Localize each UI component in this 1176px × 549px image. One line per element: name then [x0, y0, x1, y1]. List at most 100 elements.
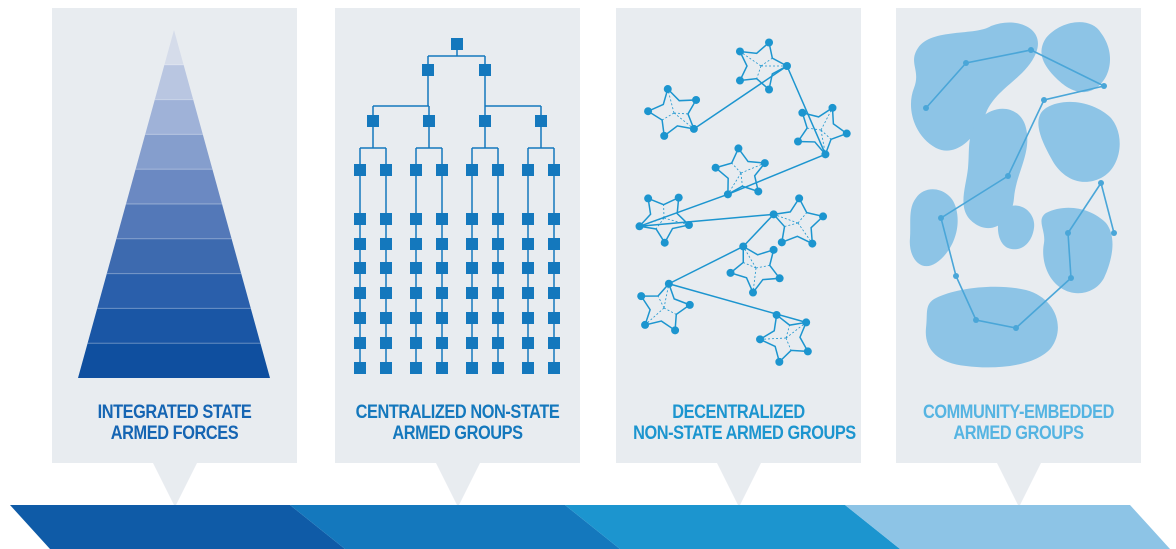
tree-node — [522, 312, 534, 324]
tree-node — [354, 262, 366, 274]
network-node — [795, 194, 804, 203]
tree-node — [548, 238, 560, 250]
tree-node — [410, 238, 422, 250]
community-node — [1065, 230, 1071, 236]
tree-node — [522, 164, 534, 176]
network-node — [685, 300, 694, 309]
tree-node — [436, 164, 448, 176]
network-node — [660, 238, 669, 247]
caption-community-embedded: COMMUNITY-EMBEDDED ARMED GROUPS — [913, 402, 1124, 444]
network-node — [692, 95, 701, 104]
pyramid-band — [78, 64, 270, 101]
tree-node — [535, 115, 547, 127]
network-node — [819, 212, 828, 221]
network-node — [635, 222, 644, 231]
tree-node — [548, 164, 560, 176]
tree-node — [548, 337, 560, 349]
tree-node — [380, 362, 392, 374]
caption-line-2: ARMED GROUPS — [392, 423, 523, 444]
network-node — [821, 150, 830, 159]
network-node — [808, 239, 817, 248]
tree-node — [479, 64, 491, 76]
network-node — [735, 76, 744, 85]
tree-node — [492, 164, 504, 176]
network-node — [723, 190, 732, 199]
pyramid-band — [78, 273, 270, 309]
network-node — [641, 320, 650, 329]
community-node — [1041, 97, 1047, 103]
network-node — [726, 268, 735, 277]
tree-node — [436, 287, 448, 299]
pyramid-band — [78, 238, 270, 275]
network-node — [756, 335, 765, 344]
community-node — [938, 215, 944, 221]
pointer-triangle — [152, 463, 197, 507]
caption-decentralized-non-state: DECENTRALIZED NON-STATE ARMED GROUPS — [633, 402, 856, 444]
community-node — [1068, 275, 1074, 281]
tree-node — [436, 362, 448, 374]
caption-line-1: INTEGRATED STATE — [97, 402, 252, 423]
network-node — [674, 193, 683, 202]
tree-node — [522, 337, 534, 349]
community-node — [923, 105, 929, 111]
network-node — [664, 279, 673, 288]
community-node — [1098, 180, 1104, 186]
network-node — [637, 292, 646, 301]
caption-line-2: NON-STATE ARMED GROUPS — [633, 423, 856, 444]
tree-node — [466, 164, 478, 176]
community-links — [925, 49, 1115, 329]
community-node — [963, 60, 969, 66]
pyramid-band — [78, 99, 270, 135]
pointer-triangle — [435, 463, 480, 507]
tree-node — [548, 287, 560, 299]
network-node — [660, 131, 669, 140]
network-node — [769, 245, 778, 254]
tree-node — [380, 312, 392, 324]
tree-node — [436, 312, 448, 324]
network-node — [842, 129, 851, 138]
tree-node — [492, 238, 504, 250]
cluster-interiors — [639, 51, 833, 351]
community-node — [1005, 173, 1011, 179]
tree-node — [380, 213, 392, 225]
tree-node — [492, 362, 504, 374]
community-node — [953, 273, 959, 279]
pyramid-band — [78, 134, 270, 170]
network-node — [803, 347, 812, 356]
hierarchy-tree-icon — [354, 38, 560, 374]
network-node — [775, 274, 784, 283]
tree-node — [522, 287, 534, 299]
pyramid-icon — [78, 30, 270, 378]
community-nodes — [923, 47, 1117, 331]
tree-node — [380, 164, 392, 176]
tree-node — [354, 213, 366, 225]
tree-nodes — [354, 38, 560, 374]
panel-integrated-state: INTEGRATED STATE ARMED FORCES — [52, 8, 297, 507]
community-areas — [909, 22, 1120, 368]
tree-node — [548, 362, 560, 374]
pointer-triangle — [716, 463, 761, 507]
caption-line-1: DECENTRALIZED — [672, 402, 805, 423]
network-node — [772, 310, 781, 319]
tree-node — [522, 238, 534, 250]
network-node — [828, 103, 837, 112]
network-node — [765, 38, 774, 47]
caption-line-2: ARMED FORCES — [110, 423, 239, 444]
community-node — [1013, 325, 1019, 331]
tree-node — [380, 287, 392, 299]
tree-node — [410, 337, 422, 349]
community-node — [1028, 47, 1034, 53]
caption-line-2: ARMED GROUPS — [953, 423, 1084, 444]
network-node — [769, 210, 778, 219]
network-node — [802, 318, 811, 327]
network-clusters-icon — [635, 38, 851, 366]
network-node — [760, 159, 769, 168]
tree-node — [466, 312, 478, 324]
tree-node — [548, 262, 560, 274]
tree-node — [354, 238, 366, 250]
tree-node — [410, 164, 422, 176]
network-node — [644, 107, 653, 116]
network-node — [684, 220, 693, 229]
tree-node — [466, 238, 478, 250]
panel-centralized-non-state: CENTRALIZED NON-STATE ARMED GROUPS — [335, 8, 580, 507]
